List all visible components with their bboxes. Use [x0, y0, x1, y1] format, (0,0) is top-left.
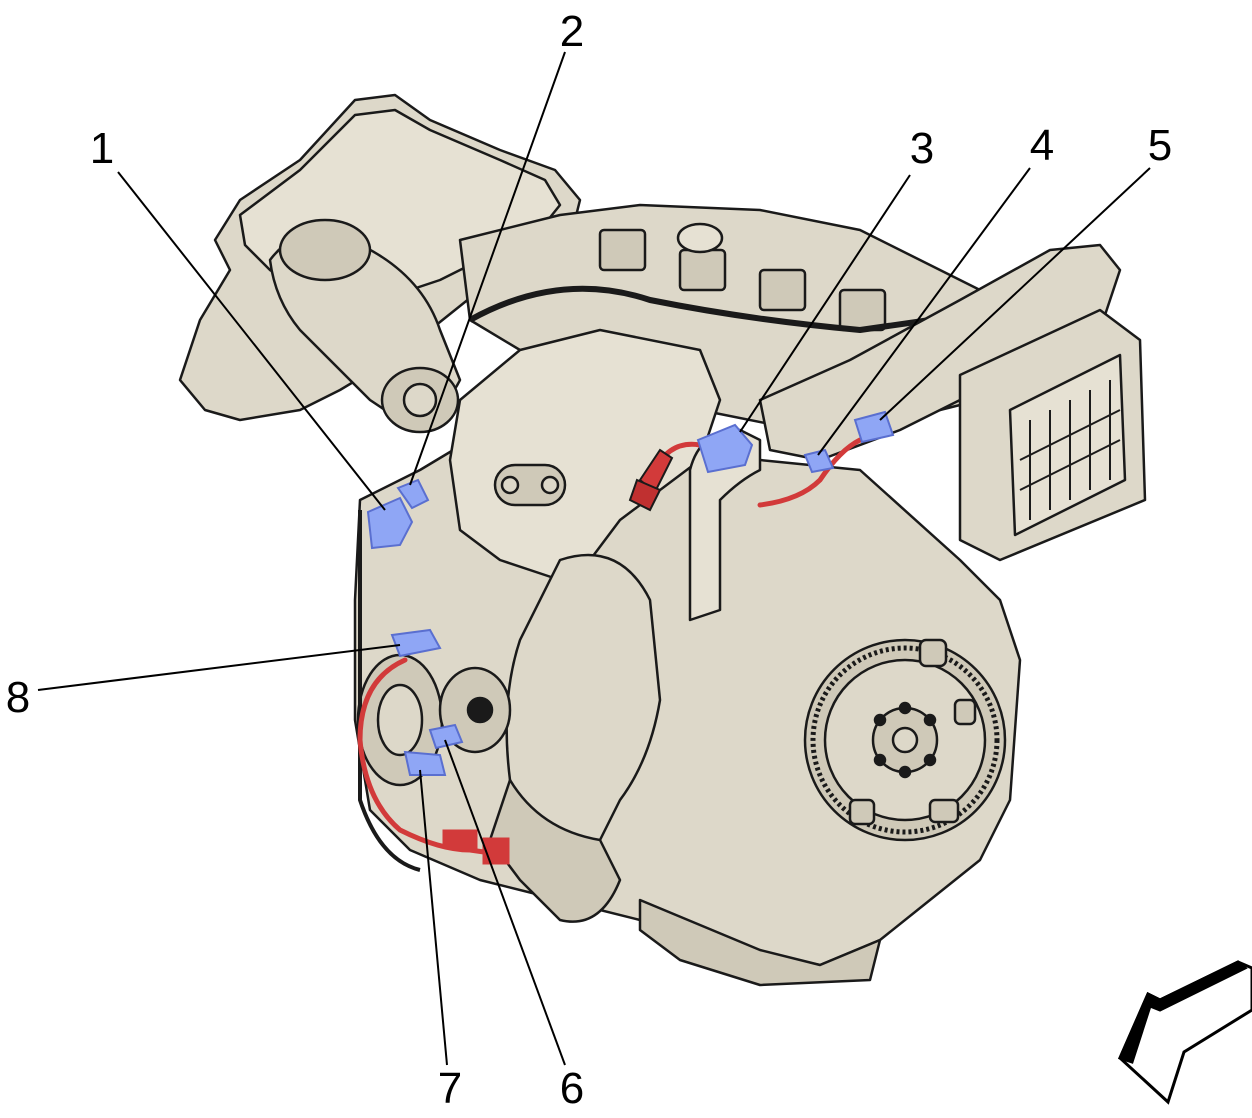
flywheel	[803, 638, 1007, 842]
callout-8: 8	[6, 673, 30, 722]
engine-assembly	[178, 93, 1147, 987]
exhaust-heat-shield	[448, 328, 722, 582]
connector-5	[853, 410, 895, 444]
leader-7	[419, 769, 448, 1066]
callout-6: 6	[560, 1064, 584, 1113]
engine-control-module	[958, 308, 1147, 562]
oxygen-sensor-boot	[628, 478, 662, 512]
ignition-coil-2	[678, 248, 727, 292]
callout-1: 1	[90, 124, 114, 173]
intake-coupling	[278, 218, 372, 282]
callout-3: 3	[910, 124, 934, 173]
leader-5	[879, 167, 1151, 421]
leader-2	[409, 51, 566, 486]
oil-pan	[638, 898, 882, 987]
drive-belt	[358, 510, 421, 872]
callout-numbers: 1 2 3 4 5 6 7 8	[6, 7, 1172, 1113]
leader-4	[817, 167, 1031, 456]
connector-1	[366, 496, 414, 550]
leader-1	[117, 171, 386, 511]
connectors	[366, 410, 895, 776]
callout-7: 7	[438, 1064, 462, 1113]
connector-6	[428, 723, 464, 750]
leader-lines	[37, 51, 1151, 1066]
callout-2: 2	[560, 7, 584, 56]
leader-3	[739, 174, 911, 433]
connector-8	[390, 628, 442, 658]
heat-shield-slot	[493, 463, 567, 507]
connector-4	[803, 448, 835, 474]
connector-3	[696, 423, 754, 474]
view-direction-arrow-icon	[1117, 960, 1252, 1105]
oil-filler-cap	[676, 222, 724, 254]
ignition-coil-4	[838, 288, 887, 332]
fuel-rail	[468, 285, 931, 333]
leader-8	[37, 644, 401, 691]
exhaust-downpipe	[488, 778, 622, 923]
callout-5: 5	[1148, 121, 1172, 170]
callout-4: 4	[1030, 121, 1054, 170]
ignition-coil-1	[598, 228, 647, 272]
ignition-coil-3	[758, 268, 807, 312]
wiring-harness	[357, 437, 863, 865]
connector-7	[403, 750, 447, 776]
leader-6	[444, 739, 566, 1066]
